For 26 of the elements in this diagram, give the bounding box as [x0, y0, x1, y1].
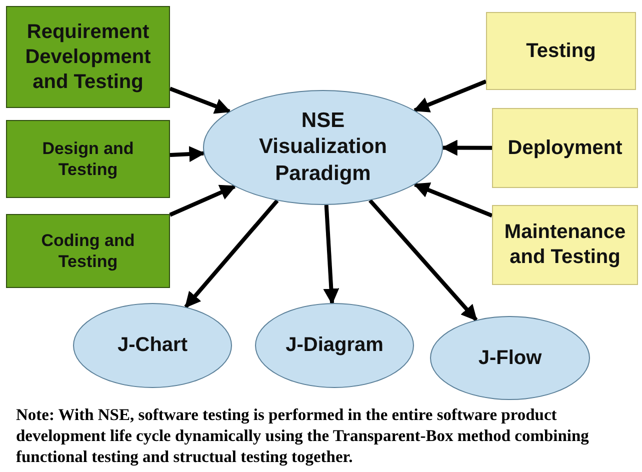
- process-box: [492, 205, 638, 285]
- arrow: [368, 199, 478, 322]
- arrow: [184, 199, 279, 308]
- process-box: [486, 12, 636, 90]
- arrow: [169, 184, 236, 217]
- process-box: [492, 108, 638, 188]
- arrow: [441, 140, 492, 156]
- node-label: J-Flow: [478, 346, 542, 370]
- process-box: [6, 120, 170, 198]
- node-label: NSE Visualization Paradigm: [258, 108, 388, 187]
- node-label: Requirement Development and Testing: [24, 20, 152, 94]
- node-label: J-Chart: [117, 333, 188, 358]
- process-box: [6, 214, 170, 288]
- node-label: Coding and Testing: [40, 230, 136, 272]
- node-label: Testing: [526, 38, 596, 64]
- node-label: J-Diagram: [286, 333, 384, 358]
- node-label: Deployment: [508, 136, 622, 160]
- process-box: [6, 6, 170, 108]
- node-label: Maintenance and Testing: [503, 220, 627, 270]
- arrow: [323, 204, 340, 305]
- arrow: [413, 182, 493, 218]
- arrow: [170, 146, 206, 162]
- arrow: [169, 86, 231, 114]
- note-text: Note: With NSE, software testing is performed in the entire software product development life cycle dynamically using the Transparent-Box method combining functional testing and structual testing together.: [16, 404, 590, 467]
- arrow: [413, 80, 487, 112]
- node-label: Design and Testing: [41, 138, 135, 180]
